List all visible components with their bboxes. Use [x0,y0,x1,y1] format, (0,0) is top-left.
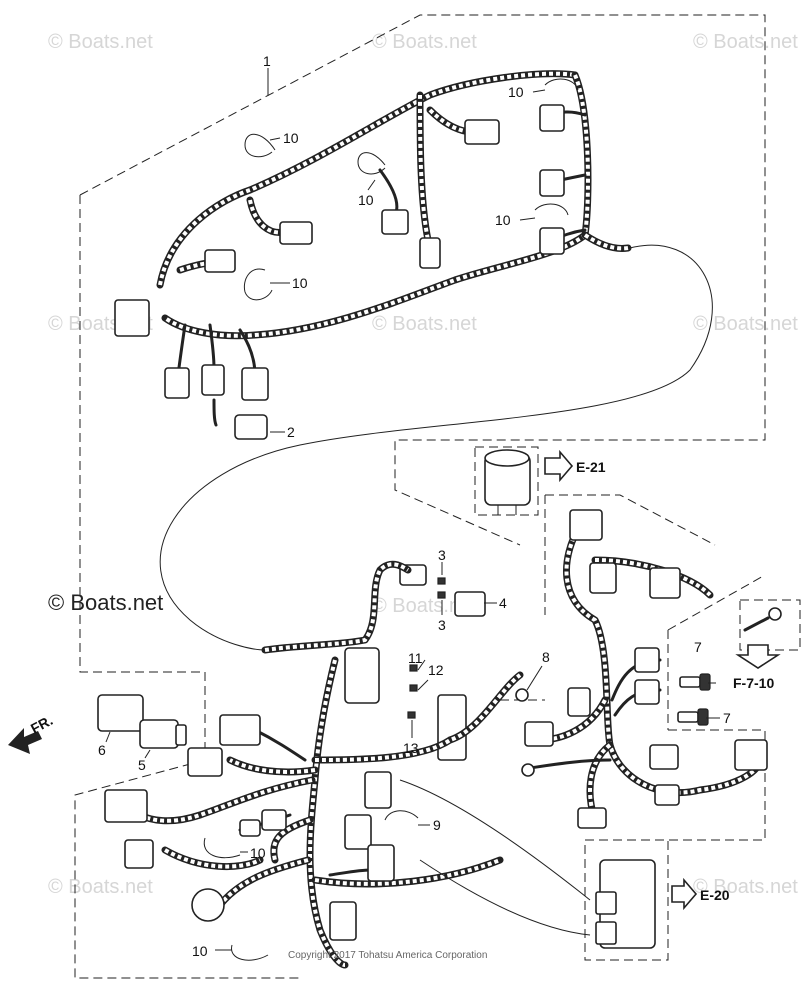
fuse-block [437,694,467,761]
connector-part-4 [454,591,486,617]
reference-e20: E-20 [700,887,730,903]
callout-numbers: 1 2 3 3 4 5 6 7 7 8 9 10 10 10 10 10 10 … [98,53,731,959]
watermark: © Boats.net [372,313,477,335]
ring-terminal-part-8 [515,688,529,702]
connector [204,249,236,273]
assembly-outline [74,14,801,979]
clamp-icon [534,203,569,216]
callout-part-2: 2 [287,424,295,440]
upper-connectors [114,104,565,440]
arrow-right-icon [671,877,698,911]
clamp-icon [357,152,386,175]
callout-part-10: 10 [192,943,208,959]
watermark: © Boats.net [48,31,153,53]
terminal-part-11 [409,664,418,672]
ecu-unit [595,859,656,949]
bolts [677,607,782,726]
connector [419,237,441,269]
cap-part-5 [139,719,179,749]
terminal-part-13 [407,711,416,719]
connector [539,169,565,197]
clamp-icon [203,837,241,859]
callout-part-10: 10 [292,275,308,291]
watermark: © Boats.net [372,31,477,53]
callout-part-3: 3 [438,617,446,633]
section-references: E-21 E-20 F-7-10 FR. [28,459,775,903]
watermark: © Boats.net [48,876,153,898]
forward-direction-label: FR. [28,712,55,737]
connector [464,119,500,145]
callout-part-1: 1 [263,53,271,69]
connector [201,364,225,396]
callout-part-10: 10 [250,845,266,861]
multi-connector [344,647,380,704]
copyright-notice: Copyright 2017 Tohatsu America Corporati… [288,950,487,961]
callout-part-10: 10 [508,84,524,100]
callout-part-10: 10 [283,130,299,146]
arrow-right-icon [544,449,574,483]
lower-connectors [104,714,395,941]
watermark: © Boats.net [693,31,798,53]
reference-f710: F-7-10 [733,675,774,691]
wire-loop [159,244,713,651]
connector-cap [234,414,268,440]
bolt-part-7 [677,711,699,723]
reference-e21: E-21 [576,459,606,475]
watermark: © Boats.net [693,313,798,335]
reference-arrows [8,449,698,911]
arrow-down-icon [735,644,781,669]
starter-relay [484,449,531,515]
main-watermark: © Boats.net [48,590,163,615]
clamp-icon [243,268,273,301]
cap-part-6 [97,694,144,732]
loose-parts [97,694,187,749]
connector [539,227,565,255]
connector [279,221,313,245]
terminal-part-3 [437,591,446,599]
connector [164,367,190,399]
callout-part-7: 7 [723,710,731,726]
ring-terminal [743,616,770,632]
leader-lines [105,68,720,951]
forward-arrow-icon [8,728,42,754]
connector [241,367,269,401]
callout-part-9: 9 [433,817,441,833]
connector [381,209,409,235]
connector [114,299,150,337]
wire-clamps [203,78,579,961]
callout-part-13: 13 [403,740,419,756]
callout-part-3: 3 [438,547,446,563]
lower-harness [136,560,591,969]
callout-part-10: 10 [358,192,374,208]
callout-part-5: 5 [138,757,146,773]
watermark: © Boats.net [693,876,798,898]
callout-part-10: 10 [495,212,511,228]
callout-part-11: 11 [408,650,423,666]
callout-part-12: 12 [428,662,444,678]
clamp-icon [244,133,276,158]
clamp-icon [544,78,579,91]
bolt-part-7 [679,676,701,688]
terminal-part-3 [437,577,446,585]
callout-part-4: 4 [499,595,507,611]
clamp-icon [231,944,269,961]
right-harness [521,509,768,829]
callout-part-6: 6 [98,742,106,758]
watermark: © Boats.net [372,595,477,617]
terminal-part-12 [409,684,418,692]
connector [539,104,565,132]
watermark-layer: © Boats.net © Boats.net © Boats.net © Bo… [48,31,798,898]
clamp-icon [384,810,419,821]
callout-part-8: 8 [542,649,550,665]
callout-part-7: 7 [694,639,702,655]
